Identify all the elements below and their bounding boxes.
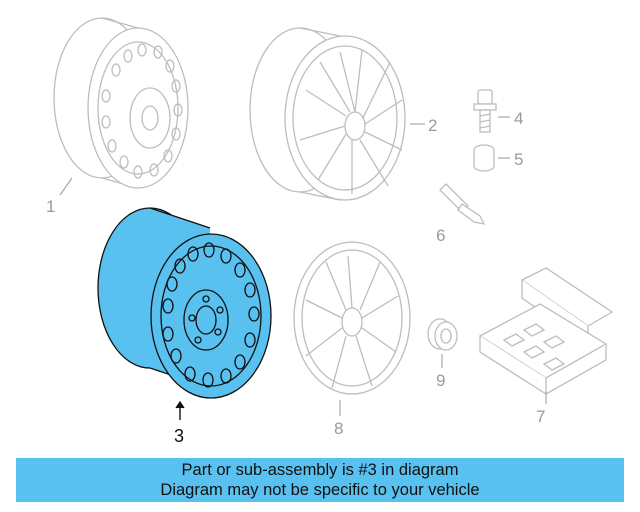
part-5-bolt-cap[interactable] <box>473 144 510 172</box>
callout-7: 7 <box>536 407 545 426</box>
part-9-center-cap[interactable] <box>427 318 458 368</box>
banner-line-2: Diagram may not be specific to your vehi… <box>160 481 480 499</box>
callout-9: 9 <box>436 371 445 390</box>
part-3-steel-wheel-highlighted[interactable] <box>97 207 272 420</box>
part-7-lock-bolt-kit-case[interactable] <box>478 267 614 404</box>
callout-1: 1 <box>46 197 55 216</box>
callout-2: 2 <box>428 116 437 135</box>
parts-diagram: 1 2 3 4 5 6 7 8 9 <box>46 17 614 446</box>
callout-6: 6 <box>436 226 445 245</box>
part-6-valve-stem[interactable] <box>439 183 486 225</box>
part-2-alloy-wheel[interactable] <box>249 27 425 201</box>
part-8-wheel-cover[interactable] <box>293 241 411 416</box>
part-1-steel-wheel[interactable] <box>53 17 189 196</box>
info-banner: Part or sub-assembly is #3 in diagram Di… <box>16 458 624 502</box>
banner-line-1: Part or sub-assembly is #3 in diagram <box>181 461 459 479</box>
part-4-wheel-bolt[interactable] <box>473 89 510 133</box>
callout-3: 3 <box>174 426 184 446</box>
callout-8: 8 <box>334 419 343 438</box>
callout-5: 5 <box>514 150 523 169</box>
callout-4: 4 <box>514 109 523 128</box>
